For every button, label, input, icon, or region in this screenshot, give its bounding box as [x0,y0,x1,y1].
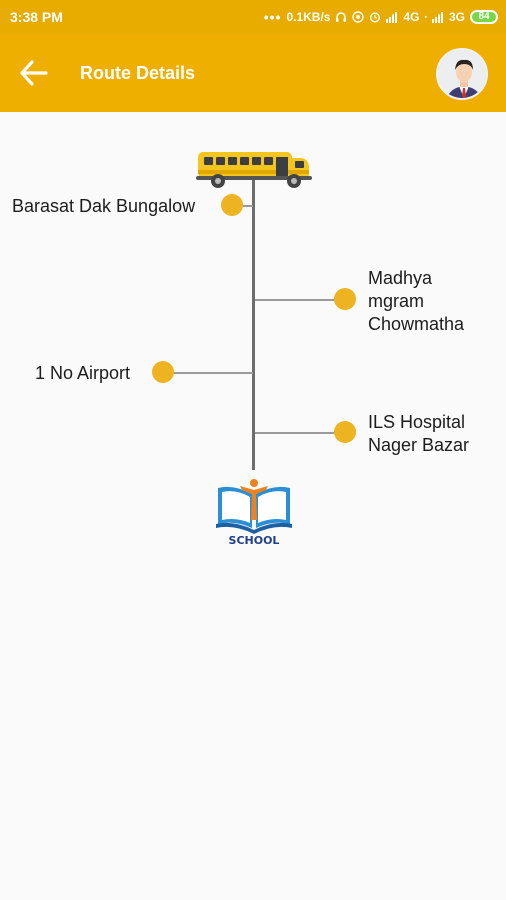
stop-dot [152,361,174,383]
school-label: SCHOOL [229,534,280,547]
notification-dots-icon: ••• [263,9,282,25]
stop-connector [242,205,253,207]
signal-icon-2 [431,12,443,23]
stop-connector [172,372,253,374]
stop-connector [255,432,335,434]
stop-dot [221,194,243,216]
stop-dot [334,421,356,443]
headphones-icon [336,12,347,22]
signal-icon [386,12,398,23]
back-button[interactable] [14,56,52,90]
stop-label: Madhya mgram Chowmatha [368,268,465,334]
volte-icon: ▪ [424,13,427,21]
user-avatar-icon [438,50,486,98]
hotspot-icon [352,11,365,23]
stop-connector [255,299,335,301]
network-speed: 0.1KB/s [286,10,331,24]
battery-icon: 84 [470,10,498,24]
bus-icon [196,152,312,188]
user-avatar[interactable] [436,48,488,100]
status-time: 3:38 PM [10,9,63,25]
arrow-left-icon [20,60,48,86]
stop-dot [334,288,356,310]
page-title: Route Details [80,63,196,83]
network-type-1: 4G [403,10,420,24]
stop-label: ILS Hospital Nager Bazar [368,412,470,455]
school-icon: SCHOOL [216,479,292,547]
network-type-2: 3G [448,10,465,24]
alarm-icon [370,12,381,23]
route-line [252,180,255,470]
status-bar: 3:38 PM ••• 0.1KB/s 4G ▪ 3G 84 [0,0,506,34]
app-bar: Route Details [0,34,506,112]
status-icons: ••• 0.1KB/s 4G ▪ 3G 84 [264,8,498,26]
stop-label: 1 No Airport [35,363,131,383]
stop-label: Barasat Dak Bungalow [12,196,196,216]
